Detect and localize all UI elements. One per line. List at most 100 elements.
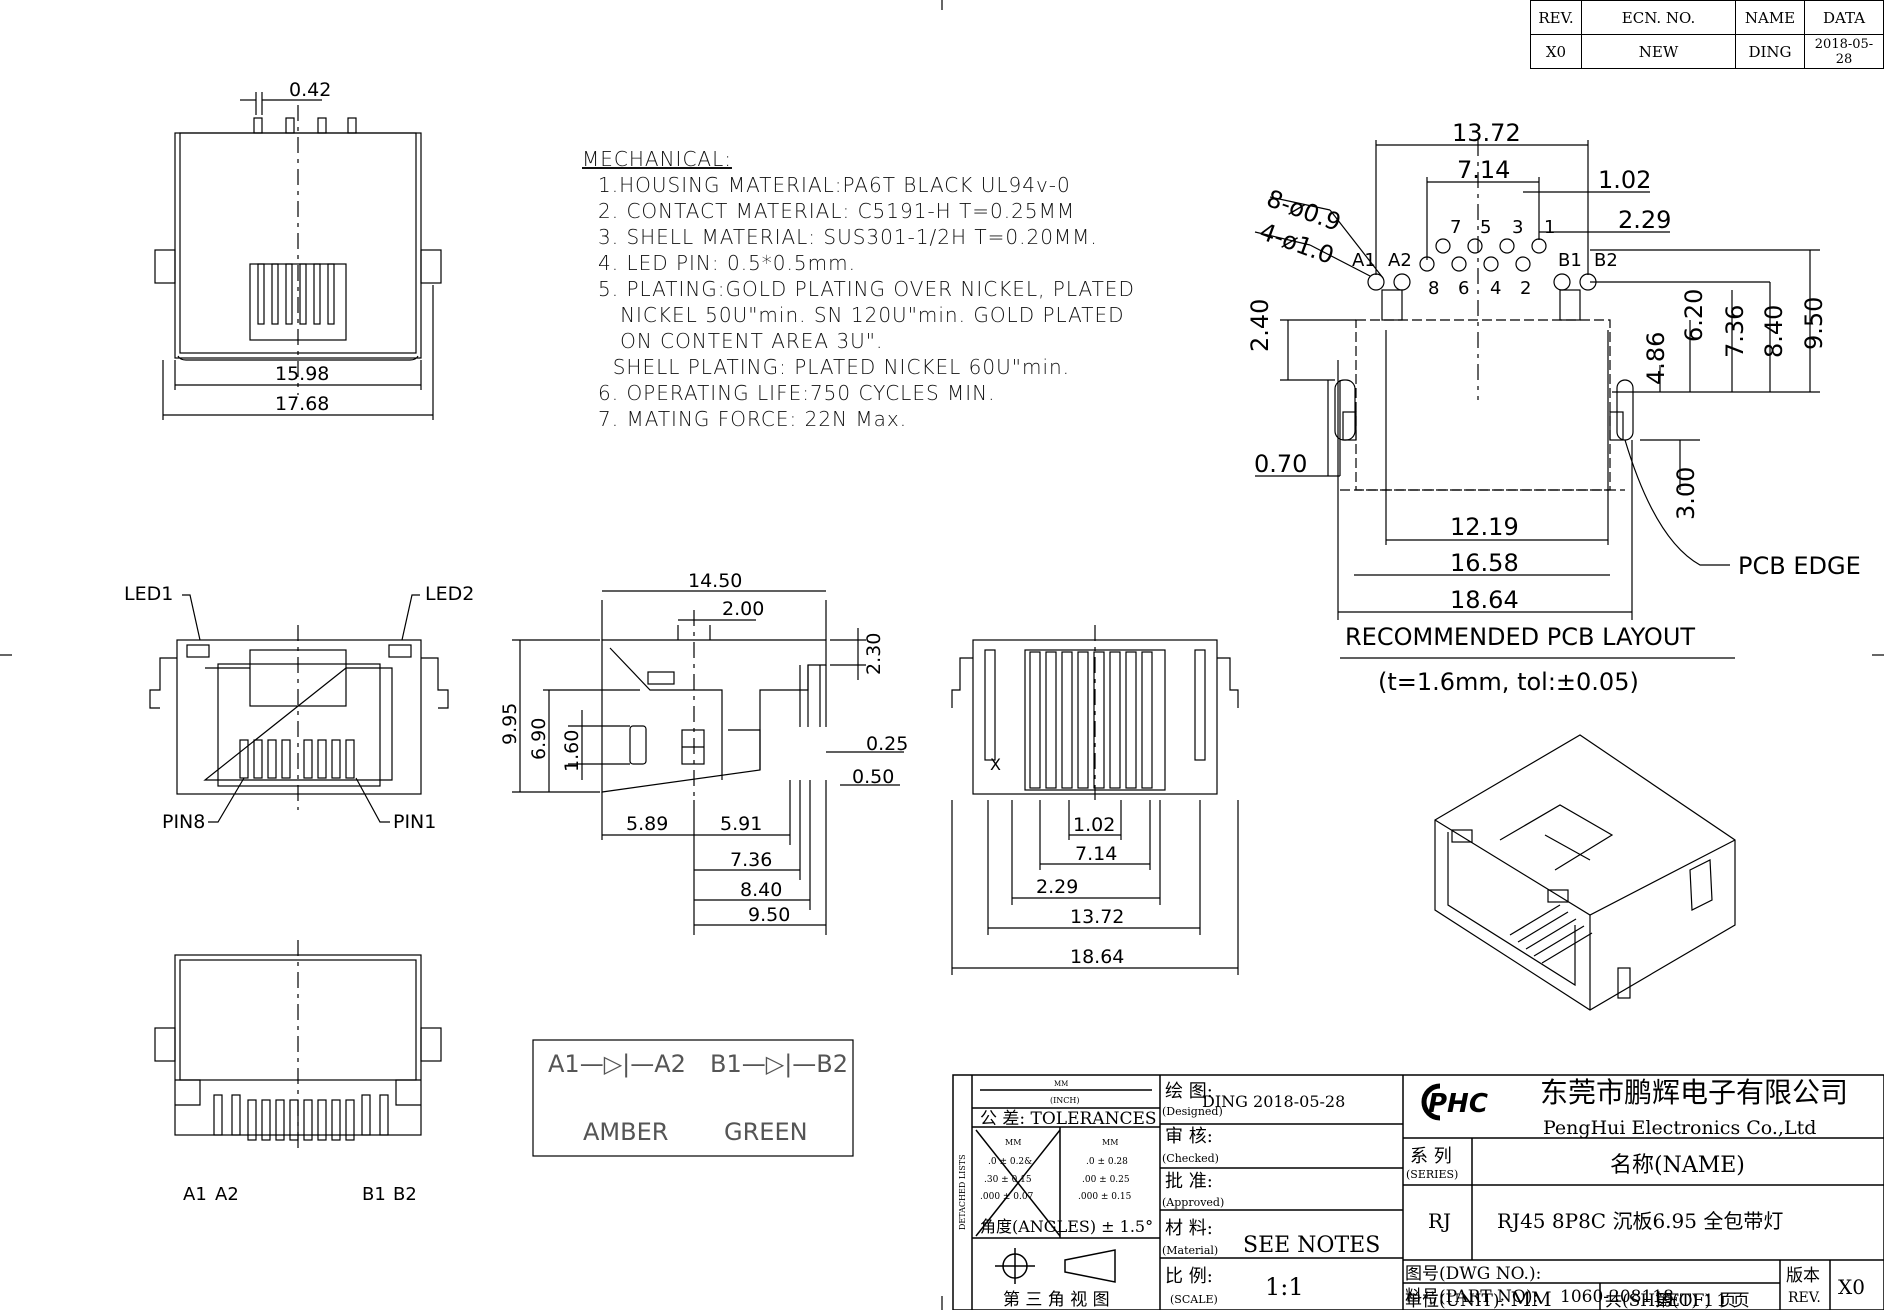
pin8-label: PIN8 [162,811,205,833]
designed-en: (Designed) [1162,1105,1223,1118]
led-a-color: AMBER [583,1118,668,1146]
rear-mark: X [990,755,1001,774]
dim-label: 18.64 [1450,586,1519,614]
bottom-label: B1 [362,1184,386,1205]
dim-label: 7.36 [1721,305,1749,358]
side-view: 14.50 2.00 2.30 9.95 6.90 1.60 0.25 0.50… [499,570,908,935]
series-cn: 系 列 [1410,1146,1452,1167]
material-cn: 材 料: [1165,1218,1213,1239]
led1-label: LED1 [124,583,173,605]
scale-cn: 比 例: [1165,1266,1213,1287]
tol-value: .00 ± 0.25 [1082,1175,1130,1185]
series-en: (SERIES) [1406,1168,1458,1181]
approved-cn: 批 准: [1165,1171,1213,1192]
tol-value: .000 ± 0.15 [1078,1192,1132,1202]
dim-label: 9.50 [1800,297,1828,350]
part-no-value: 1060-208118 [1560,1287,1674,1307]
dim-label: 16.58 [1450,549,1519,577]
bottom-label: A1 [183,1184,207,1205]
dim-label: 2.30 [863,633,885,675]
dim-label: 9.50 [748,904,790,926]
note-line: NICKEL 50U"min. SN 120U"min. GOLD PLATED [598,303,1125,327]
unit-row: 单位(UNIT): MM 共(SHEET) 1 页 [1405,1286,1780,1311]
material-en: (Material) [1162,1244,1218,1257]
approved-en: (Approved) [1162,1196,1224,1209]
pin-number: 6 [1458,278,1469,299]
designed-cn: 绘 图: [1165,1081,1213,1102]
front-view: LED1 LED2 PIN8 PIN1 [124,583,474,833]
rev-en: REV. [1788,1290,1821,1306]
dim-label: 5.89 [626,813,668,835]
series-value: RJ [1428,1209,1451,1233]
pin-number: 2 [1520,278,1531,299]
dim-label: 14.50 [688,570,742,592]
note-line: 3. SHELL MATERIAL: SUS301-1/2H T=0.20MM. [598,225,1098,249]
note-line: 2. CONTACT MATERIAL: C5191-H T=0.25MM [598,199,1076,223]
company-en: PengHui Electronics Co.,Ltd [1543,1117,1816,1139]
dim-label: 7.14 [1457,156,1510,184]
note-line: 5. PLATING:GOLD PLATING OVER NICKEL, PLA… [598,277,1135,301]
pin-number: 1 [1544,217,1555,238]
tol-value: .0 ± 0.2& [988,1157,1032,1167]
dim-label: 15.98 [275,363,329,385]
tol-mm-left: MM [1005,1138,1021,1147]
note-line: 6. OPERATING LIFE:750 CYCLES MIN. [598,381,996,405]
pin-number: 3 [1512,217,1523,238]
designed-value: DING 2018-05-28 [1202,1092,1345,1111]
dim-label: 17.68 [275,393,329,415]
pin-number: 5 [1480,217,1491,238]
bottom-label: A2 [215,1184,239,1205]
dim-label: 1.60 [561,730,583,772]
dim-label: 2.29 [1036,876,1078,898]
angles-label: 角度(ANGLES) ± 1.5° [980,1217,1153,1236]
led-pin-label: A2 [1388,250,1412,271]
pin-number: 7 [1450,217,1461,238]
sheet-total: 共(SHEET) 1 页 [1605,1291,1737,1311]
date-value: 2018-05-28 [1804,34,1884,69]
tol-value: .0 ± 0.28 [1086,1157,1128,1167]
sheet-of: 第(OF) 1 页 [1655,1291,1750,1311]
led-a-symbol: A1—▷|—A2 [548,1050,686,1078]
dim-label: 2.40 [1246,299,1274,352]
dim-label: 1.02 [1598,166,1651,194]
pcb-edge-label: PCB EDGE [1738,552,1861,580]
pin-number: 4 [1490,278,1501,299]
material-value: SEE NOTES [1243,1233,1380,1258]
part-no-label: 料号(PART NO): [1405,1287,1538,1307]
pcb-layout-subtitle: (t=1.6mm, tol:±0.05) [1378,668,1639,696]
note-line: 1.HOUSING MATERIAL:PA6T BLACK UL94v-0 [598,173,1071,197]
bottom-label: B2 [393,1184,417,1205]
name-value: RJ45 8P8C 沉板6.95 全包带灯 [1497,1209,1783,1233]
rev-header: REV. [1530,0,1582,35]
dim-label: 6.90 [528,718,550,760]
dim-label: 0.42 [289,79,331,101]
dim-label: 18.64 [1070,946,1124,968]
scale-value: 1:1 [1265,1273,1304,1301]
scale-en: (SCALE) [1170,1293,1218,1306]
rear-view: X 1.02 7.14 2.29 13.72 18.64 [951,625,1239,975]
tol-value: .30 ± 0.15 [984,1175,1032,1185]
data-header: DATA [1804,0,1884,35]
rev-value: X0 [1838,1275,1865,1299]
notes-title: MECHANICAL: [582,147,732,171]
dim-label: 1.02 [1073,814,1115,836]
rev-cn: 版本 [1786,1266,1820,1286]
led-pin-label: A1 [1352,250,1376,271]
dim-label: 7.14 [1075,843,1117,865]
dim-label: 2.00 [722,598,764,620]
led-b-color: GREEN [724,1118,808,1146]
dim-label: 4.86 [1642,332,1670,385]
dim-label: 5.91 [720,813,762,835]
tolerances-label: 公 差: TOLERANCES [980,1109,1157,1129]
note-line: SHELL PLATING: PLATED NICKEL 60U"min. [598,355,1071,379]
dim-label: 0.70 [1254,450,1307,478]
company-cn: 东莞市鹏辉电子有限公司 [1540,1076,1848,1109]
projection-label: 第 三 角 视 图 [1003,1290,1110,1310]
dim-label: 13.72 [1452,119,1521,147]
revision-table: REV. ECN. NO. NAME DATA X0 NEW DING 2018… [1530,0,1884,69]
led2-label: LED2 [425,583,474,605]
tol-mm-right: MM [1102,1138,1118,1147]
bottom-view: A1 A2 B1 B2 [154,940,442,1205]
pin1-label: PIN1 [393,811,436,833]
